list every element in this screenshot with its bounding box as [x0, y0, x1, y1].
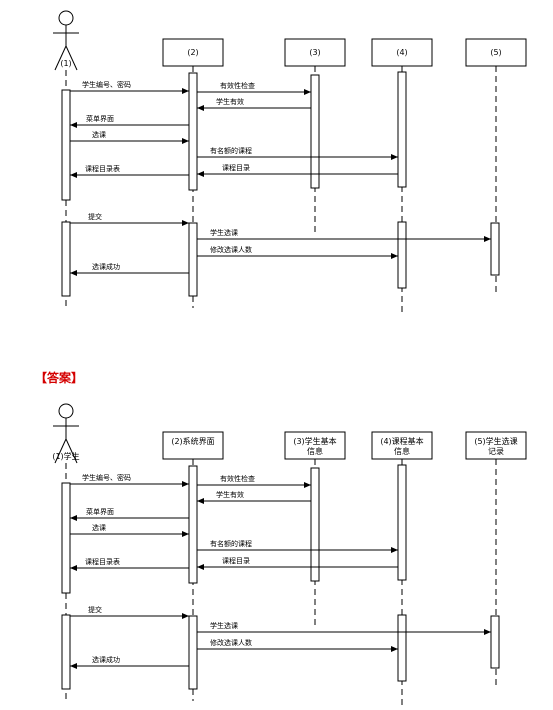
- answer-object-box-4: [371, 431, 433, 460]
- question-message-label-8: 课程目录表: [85, 164, 120, 173]
- question-message-label-4: 菜单界面: [86, 114, 114, 123]
- answer-actor-head-icon: [58, 403, 74, 419]
- answer-activation-5b: [490, 615, 500, 669]
- question-message-label-6: 有名额的课程: [210, 146, 252, 155]
- question-object-label-2: (2): [187, 48, 198, 57]
- question-message-label-1: 学生编号、密码: [82, 80, 131, 89]
- answer-activation-2b: [188, 615, 198, 690]
- question-actor-leg-right: [65, 45, 78, 71]
- answer-activation-4b: [397, 614, 407, 682]
- answer-message-label-3: 学生有效: [216, 490, 244, 499]
- answer-actor-label: (1)学生: [52, 451, 79, 461]
- question-activation-4a: [397, 71, 407, 188]
- answer-message-label-7: 课程目录: [222, 556, 250, 565]
- question-actor-head-icon: [58, 10, 74, 26]
- question-message-label-2: 有效性检查: [220, 81, 255, 90]
- question-message-label-10: 学生选课: [210, 228, 238, 237]
- question-actor-leg-left: [54, 45, 67, 71]
- answer-message-label-10: 学生选课: [210, 621, 238, 630]
- question-actor-label: (1): [60, 59, 71, 68]
- question-activation-5b: [490, 222, 500, 276]
- question-activation-2a: [188, 72, 198, 191]
- answer-object-label-4: (4)课程基本: [380, 436, 423, 446]
- answer-message-label-5: 选课: [92, 523, 106, 532]
- question-activation-1a: [61, 89, 71, 201]
- answer-activation-4a: [397, 464, 407, 581]
- answer-message-label-11: 修改选课人数: [210, 638, 252, 647]
- answer-message-label-6: 有名额的课程: [210, 539, 252, 548]
- answer-object-box-5: [465, 431, 527, 460]
- answer-object-label-4-cont: 信息: [394, 446, 410, 456]
- question-activation-3a: [310, 74, 320, 189]
- answer-object-label-5: (5)学生选课: [474, 436, 517, 446]
- answer-message-label-8: 课程目录表: [85, 557, 120, 566]
- question-object-label-3: (3): [309, 48, 320, 57]
- answer-object-label-3-cont: 信息: [307, 446, 323, 456]
- question-object-label-4: (4): [396, 48, 407, 57]
- question-activation-4b: [397, 221, 407, 289]
- question-message-label-11: 修改选课人数: [210, 245, 252, 254]
- question-object-box-3: [284, 38, 346, 67]
- answer-object-label-2: (2)系统界面: [171, 436, 214, 446]
- answer-message-label-9: 提交: [88, 605, 102, 614]
- question-message-label-3: 学生有效: [216, 97, 244, 106]
- answer-activation-1a: [61, 482, 71, 594]
- question-message-label-5: 选课: [92, 130, 106, 139]
- answer-actor-leg-right: [65, 438, 78, 464]
- answer-object-label-3: (3)学生基本: [293, 436, 336, 446]
- answer-activation-2a: [188, 465, 198, 584]
- question-message-label-9: 提交: [88, 212, 102, 221]
- answer-activation-3a: [310, 467, 320, 582]
- question-object-label-5: (5): [490, 48, 501, 57]
- answer-activation-1b: [61, 614, 71, 690]
- answer-actor-leg-left: [54, 438, 67, 464]
- answer-message-label-12: 选课成功: [92, 655, 120, 664]
- question-message-label-12: 选课成功: [92, 262, 120, 271]
- answer-message-label-2: 有效性检查: [220, 474, 255, 483]
- answer-message-label-1: 学生编号、密码: [82, 473, 131, 482]
- answer-object-label-5-cont: 记录: [488, 447, 504, 456]
- question-activation-1b: [61, 221, 71, 297]
- question-activation-2b: [188, 222, 198, 297]
- question-message-label-7: 课程目录: [222, 163, 250, 172]
- question-object-box-4: [371, 38, 433, 67]
- answer-message-label-4: 菜单界面: [86, 507, 114, 516]
- answer-object-box-2: [162, 431, 224, 460]
- answer-heading: 【答案】: [35, 371, 84, 385]
